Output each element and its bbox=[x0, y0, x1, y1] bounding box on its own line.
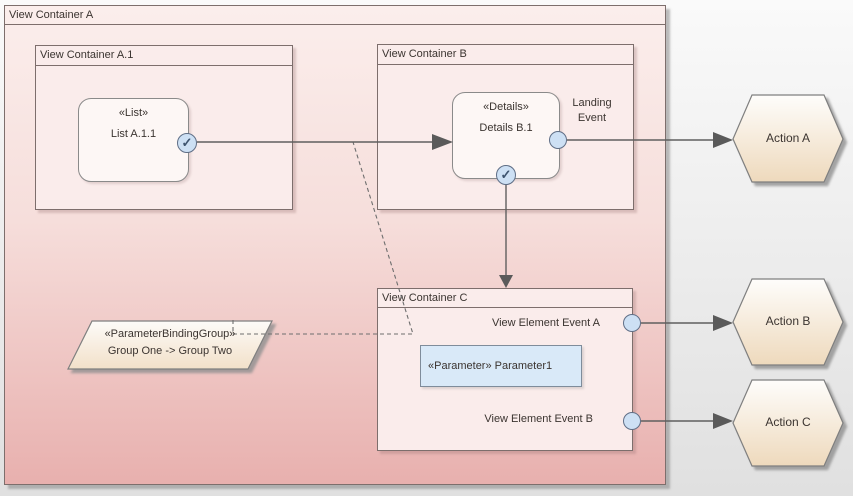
view-container-a1-title: View Container A.1 bbox=[36, 46, 292, 66]
landing-event-label: Landing Event bbox=[572, 97, 612, 124]
action-b-label: Action B bbox=[765, 314, 811, 328]
view-element-event-b-port[interactable] bbox=[623, 412, 641, 430]
action-a-node[interactable] bbox=[732, 94, 844, 183]
parameter-binding-group-node[interactable] bbox=[67, 320, 273, 370]
action-c-label: Action C bbox=[765, 415, 811, 429]
binding-group-dashed-connector[interactable] bbox=[232, 141, 414, 335]
view-container-a-title: View Container A bbox=[5, 6, 665, 25]
parameter-node[interactable]: «Parameter» Parameter1 bbox=[420, 345, 582, 387]
landing-event-arrowhead bbox=[713, 132, 733, 148]
event-b-arrowhead bbox=[713, 413, 733, 429]
list-stereotype: «List» bbox=[118, 107, 149, 119]
details-name: Details B.1 bbox=[479, 122, 533, 134]
parameter-label: «Parameter» Parameter1 bbox=[428, 360, 553, 372]
view-container-b-title: View Container B bbox=[378, 45, 633, 65]
view-element-event-a-label: View Element Event A bbox=[491, 317, 600, 329]
action-b-node[interactable] bbox=[732, 278, 844, 366]
binding-group-stereotype: «ParameterBindingGroup» bbox=[104, 328, 236, 340]
details-stereotype: «Details» bbox=[483, 101, 529, 113]
list-name: List A.1.1 bbox=[110, 128, 157, 140]
view-element-event-a-port[interactable] bbox=[623, 314, 641, 332]
action-a-label: Action A bbox=[765, 131, 811, 145]
event-a-arrowhead bbox=[713, 315, 733, 331]
details-landing-event-port[interactable] bbox=[549, 131, 567, 149]
details-to-container-c-arrowhead bbox=[499, 275, 513, 288]
details-node[interactable]: «Details» Details B.1 bbox=[452, 92, 560, 179]
action-c-node[interactable] bbox=[732, 379, 844, 467]
list-to-details-arrowhead bbox=[432, 134, 453, 150]
details-check-port-icon[interactable]: ✓ bbox=[496, 165, 516, 185]
binding-group-name: Group One -> Group Two bbox=[107, 345, 233, 357]
view-container-c-title: View Container C bbox=[378, 289, 632, 308]
view-element-event-b-label: View Element Event B bbox=[484, 413, 593, 425]
list-check-port-icon[interactable]: ✓ bbox=[177, 133, 197, 153]
